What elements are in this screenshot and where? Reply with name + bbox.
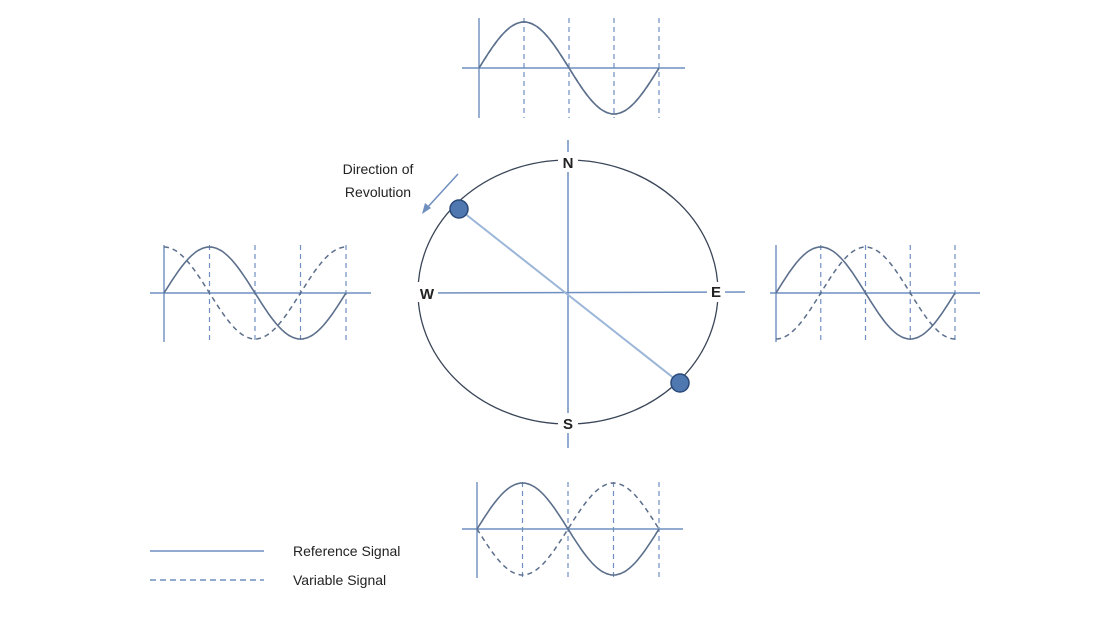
east-reference-signal — [775, 246, 956, 340]
signal-plot-west — [150, 245, 371, 342]
rotating-marker-bottom — [670, 373, 690, 393]
west-reference-signal — [163, 246, 347, 340]
direction-annotation: Direction of Revolution — [343, 161, 459, 214]
compass-rose: N S E W — [415, 140, 746, 448]
rotating-radius — [458, 208, 681, 384]
rotating-marker-top — [449, 199, 469, 219]
direction-label-line2: Revolution — [345, 184, 411, 200]
south-label: S — [563, 416, 573, 433]
signal-plot-south — [462, 482, 683, 578]
legend-variable-label: Variable Signal — [293, 572, 386, 588]
legend: Reference Signal Variable Signal — [150, 543, 400, 588]
direction-arrow-icon — [422, 173, 459, 214]
direction-label-line1: Direction of — [343, 161, 414, 177]
north-variable-signal — [478, 21, 660, 115]
west-variable-signal — [163, 246, 347, 340]
legend-reference-label: Reference Signal — [293, 543, 400, 559]
east-variable-signal — [775, 246, 956, 340]
south-reference-signal — [476, 482, 660, 576]
east-west-axis — [415, 291, 746, 294]
west-label: W — [420, 286, 435, 303]
east-label: E — [711, 284, 721, 301]
signal-plot-north — [462, 18, 685, 118]
south-variable-signal — [476, 482, 660, 576]
north-label: N — [563, 155, 574, 172]
signal-plot-east — [770, 245, 980, 342]
